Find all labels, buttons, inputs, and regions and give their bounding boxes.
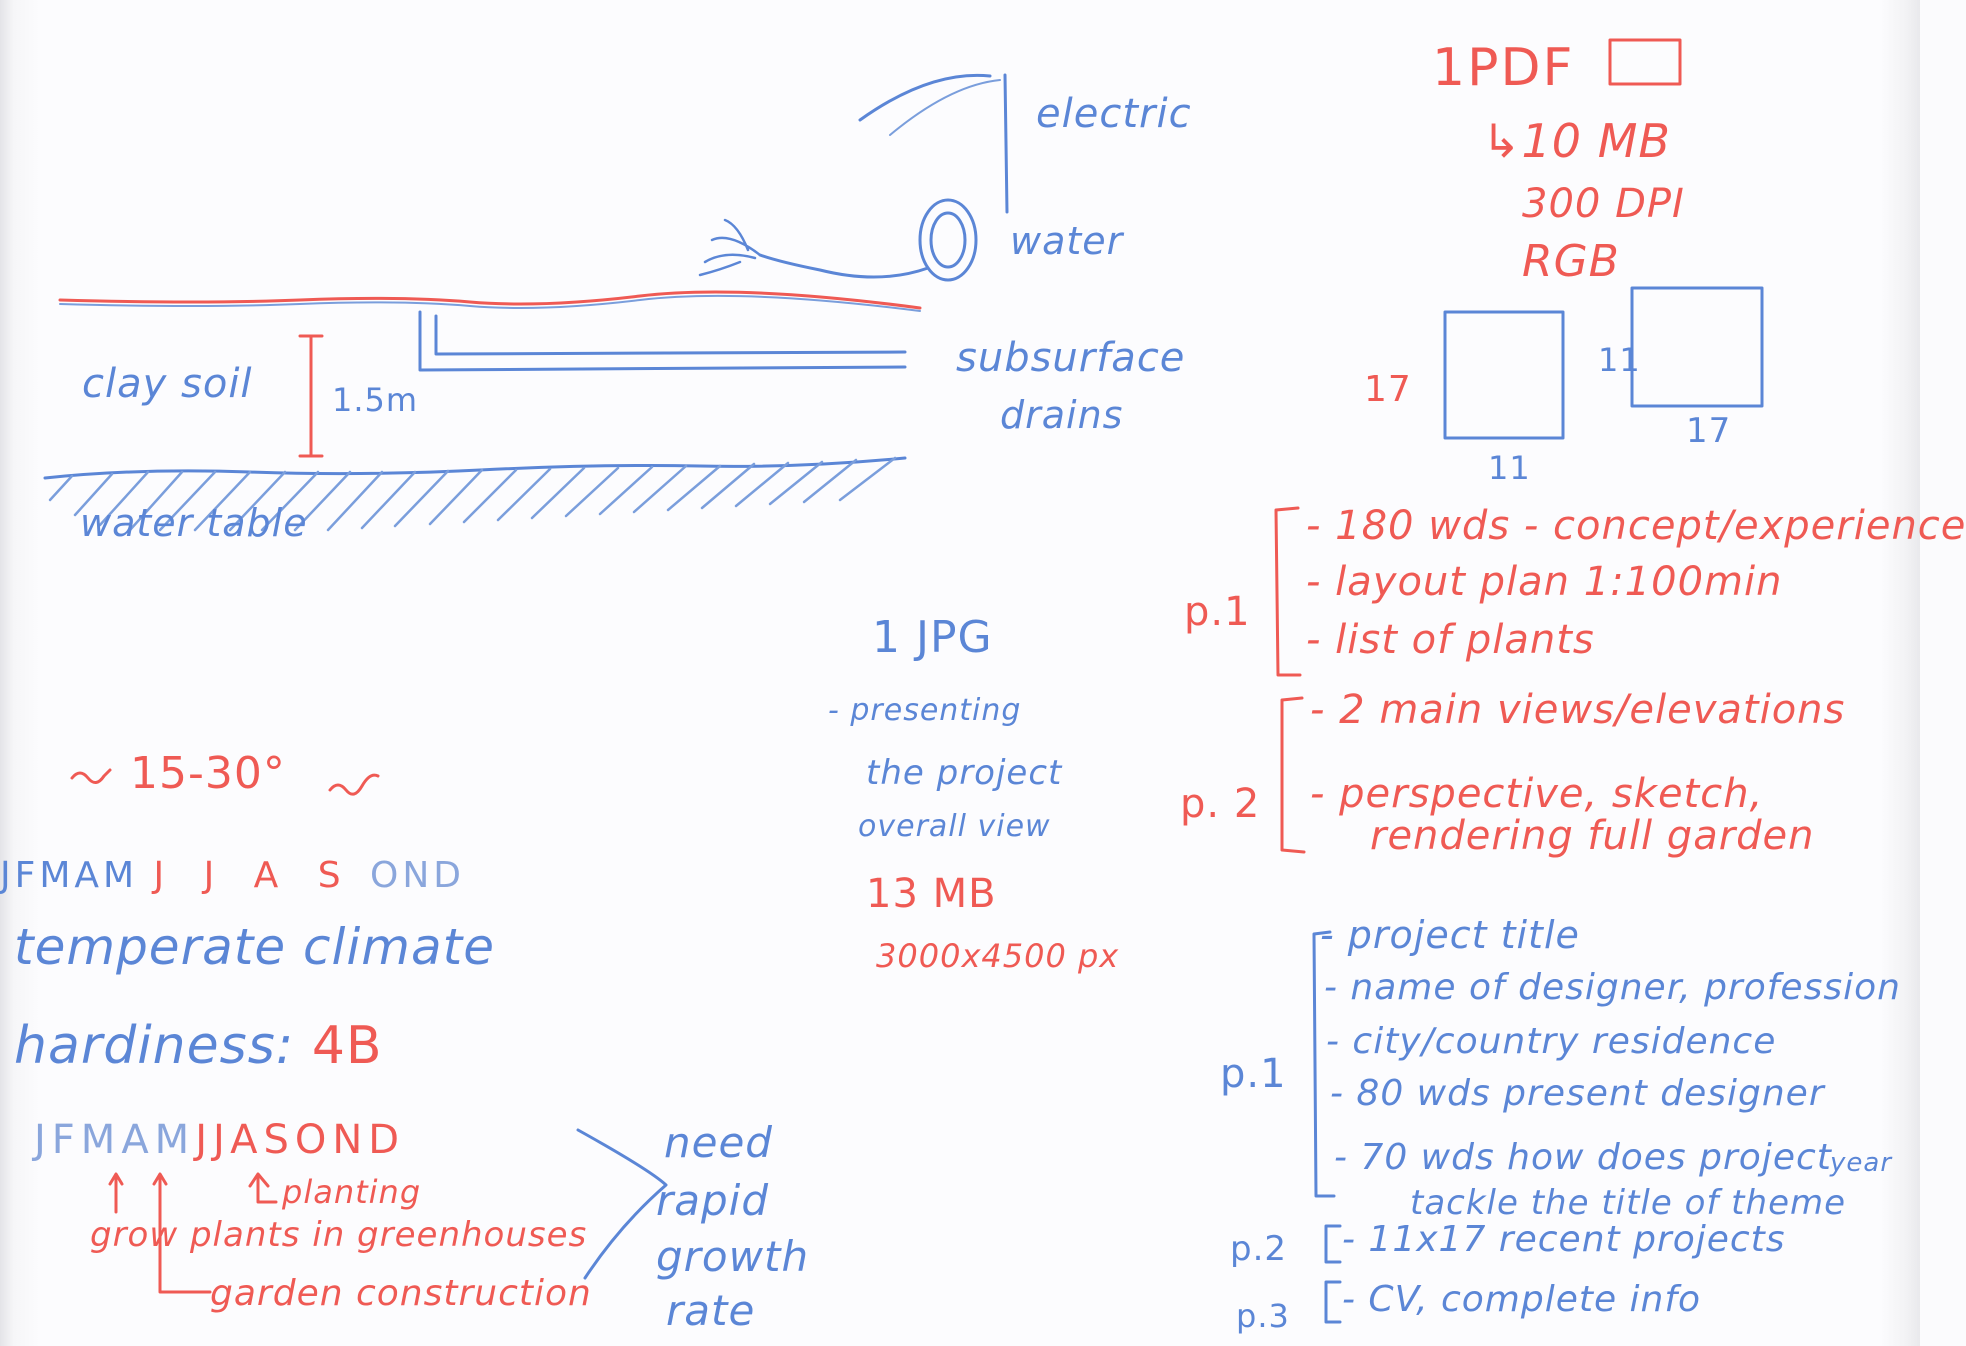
portfolio-p1-label: p.1 xyxy=(1220,1051,1287,1097)
depth-marker xyxy=(298,334,324,458)
portfolio-p3-bracket xyxy=(1324,1280,1342,1324)
ground-line-red xyxy=(58,290,922,310)
hardiness-label: hardiness: 4B xyxy=(14,1016,383,1076)
months-top-jfmam: JFMAM J J A S OND xyxy=(0,855,466,896)
hardiness-value: 4B xyxy=(311,1016,383,1076)
pdf-p2-item-3: rendering full garden xyxy=(1370,813,1815,859)
months-top-jjas: J J A S xyxy=(153,855,355,896)
temp-range: 15-30° xyxy=(130,748,286,799)
pdf-p2-label: p. 2 xyxy=(1180,781,1261,827)
portfolio-p1-item-6: tackle the title of theme xyxy=(1410,1183,1847,1223)
need-brace xyxy=(576,1128,668,1280)
jpg-title: 1 JPG xyxy=(872,612,993,663)
portfolio-p3-item: - CV, complete info xyxy=(1342,1279,1702,1320)
portfolio-p1-item-5: - 70 wds how does project xyxy=(1334,1137,1832,1178)
pdf-title: 1PDF xyxy=(1432,38,1575,98)
label-water: water xyxy=(1010,219,1124,263)
pdf-p1-bracket xyxy=(1274,506,1302,677)
jpg-pixels: 3000x4500 px xyxy=(876,937,1120,975)
construction-label: garden construction xyxy=(210,1273,592,1314)
pdf-dpi: 300 DPI xyxy=(1522,181,1685,227)
portfolio-year: year xyxy=(1830,1148,1893,1178)
portfolio-p1-item-4: - 80 wds present designer xyxy=(1330,1073,1825,1114)
electric-wire-2 xyxy=(889,79,1001,136)
label-water-table: water table xyxy=(80,501,308,545)
water-hose xyxy=(758,253,930,279)
pdf-color: RGB xyxy=(1522,236,1620,287)
need-line-4: rate xyxy=(666,1286,756,1335)
pdf-dim-d: 17 xyxy=(1686,411,1732,451)
sketch-drawing xyxy=(43,38,1764,1324)
water-table-line xyxy=(43,456,907,480)
ground-line-blue xyxy=(59,294,921,312)
water-table-hatch xyxy=(48,456,897,532)
months-bottom-jjasond: JJASOND xyxy=(195,1117,406,1163)
pdf-size: ↳10 MB xyxy=(1482,114,1671,168)
electric-wire xyxy=(858,73,992,122)
jpg-line-1: - presenting xyxy=(828,693,1022,728)
label-drains: drains xyxy=(1000,393,1124,437)
pdf-p1-label: p.1 xyxy=(1184,589,1251,635)
pdf-portrait-page xyxy=(1443,310,1565,440)
jpg-line-3: overall view xyxy=(858,809,1051,844)
water-coil-icon xyxy=(918,198,978,282)
electric-pole xyxy=(1003,73,1009,214)
portfolio-p1-item-3: - city/country residence xyxy=(1326,1021,1777,1062)
need-line-3: growth xyxy=(656,1232,810,1281)
pdf-p1-item-1: - 180 wds - concept/experience xyxy=(1306,503,1966,549)
hose-spray-icon xyxy=(698,218,762,277)
months-top-ond: OND xyxy=(370,855,466,896)
jpg-line-2: the project xyxy=(866,753,1063,793)
arrow-planting-icon xyxy=(248,1172,278,1204)
portfolio-p2-bracket xyxy=(1324,1224,1342,1264)
pdf-dim-a: 17 xyxy=(1364,369,1412,410)
portfolio-p1-item-2: - name of designer, profession xyxy=(1324,967,1901,1008)
label-depth: 1.5m xyxy=(332,381,419,419)
arrow-construction-icon xyxy=(152,1172,168,1214)
label-clay-soil: clay soil xyxy=(82,361,253,407)
portfolio-p2-label: p.2 xyxy=(1230,1229,1288,1269)
arrow-grow-icon xyxy=(108,1172,124,1214)
pdf-p2-bracket xyxy=(1280,696,1306,854)
need-line-1: need xyxy=(664,1118,773,1167)
drain-pipe xyxy=(418,310,907,372)
portfolio-p1-bracket xyxy=(1312,930,1336,1198)
portfolio-p3-label: p.3 xyxy=(1236,1297,1290,1335)
jpg-size: 13 MB xyxy=(866,871,997,917)
pdf-dim-c: 11 xyxy=(1598,341,1641,379)
label-subsurface: subsurface xyxy=(956,335,1186,381)
portfolio-p1-item-1: - project title xyxy=(1320,913,1580,957)
climate-label: temperate climate xyxy=(14,918,496,976)
need-line-2: rapid xyxy=(656,1176,769,1225)
pdf-p1-item-2: - layout plan 1:100min xyxy=(1306,559,1783,605)
greenhouses-label: grow plants in greenhouses xyxy=(90,1215,588,1255)
wave-right-icon xyxy=(328,773,380,796)
planting-label: planting xyxy=(282,1173,422,1211)
pdf-p2-item-2: - perspective, sketch, xyxy=(1310,771,1764,817)
portfolio-p2-item: - 11x17 recent projects xyxy=(1342,1219,1786,1260)
pdf-p1-item-3: - list of plants xyxy=(1306,617,1595,663)
pdf-dim-b: 11 xyxy=(1488,449,1531,487)
pdf-page-icon xyxy=(1608,38,1682,86)
pdf-p2-item-1: - 2 main views/elevations xyxy=(1310,687,1846,733)
label-electric: electric xyxy=(1036,91,1192,137)
months-bottom-jfmam: JFMAM xyxy=(34,1117,196,1163)
pdf-landscape-page xyxy=(1630,286,1764,408)
months-bottom: JFMAMJJASOND xyxy=(34,1120,405,1160)
wave-left-icon xyxy=(70,768,112,784)
